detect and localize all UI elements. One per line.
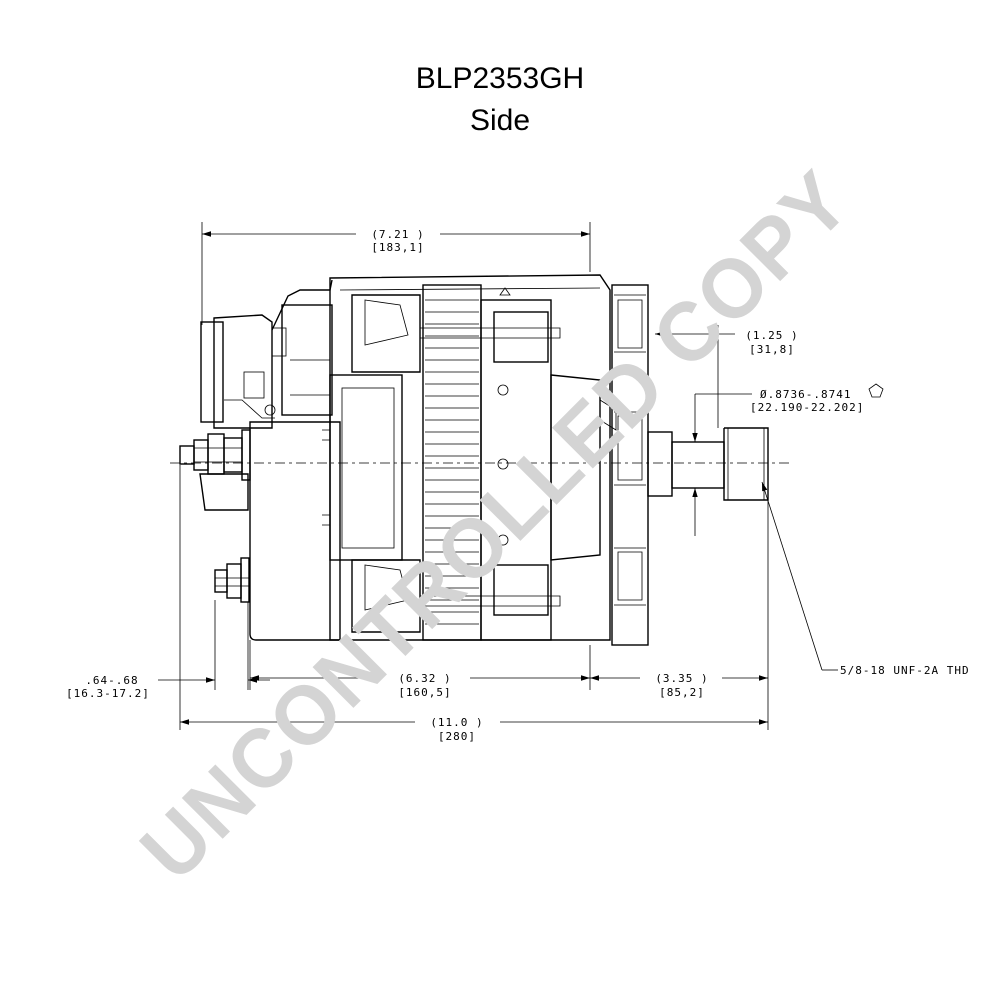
dimension-overall-width: (7.21 ) [183,1] <box>201 222 591 325</box>
overall-width-metric: [183,1] <box>371 241 424 254</box>
shaft-diameter-metric: [22.190-22.202] <box>750 401 864 414</box>
shaft-length-metric: [85,2] <box>659 686 705 699</box>
alternator-side-view <box>170 274 790 646</box>
drive-shaft <box>647 427 769 501</box>
regulator-housing <box>271 279 333 416</box>
stator-housing <box>322 274 611 641</box>
body-length-metric: [160,5] <box>398 686 451 699</box>
battery-terminal-stud <box>179 429 251 511</box>
pulley-offset-imperial: (1.25 ) <box>745 329 798 342</box>
cooling-fan <box>599 284 649 646</box>
dimension-shaft-length: (3.35 ) [85,2] <box>590 500 769 730</box>
total-length-metric: [280] <box>438 730 476 743</box>
dimension-body-length: (6.32 ) [160,5] <box>249 640 591 699</box>
dimension-terminal-stud: .64-.68 [16.3-17.2] <box>66 600 270 700</box>
shaft-diameter-imperial: Ø.8736-.8741 <box>760 388 851 401</box>
thread-callout: 5/8-18 UNF-2A THD <box>761 481 970 677</box>
body-length-imperial: (6.32 ) <box>398 672 451 685</box>
drawing-subtitle: Side <box>470 104 530 137</box>
rear-housing <box>249 421 341 641</box>
dimension-shaft-diameter: Ø.8736-.8741 [22.190-22.202] <box>692 383 884 536</box>
uncontrolled-copy-watermark: UNCONTROLLED COPY <box>123 153 868 898</box>
dimension-pulley-offset: (1.25 ) [31,8] <box>655 325 798 428</box>
ground-terminal-stud <box>214 557 250 603</box>
connector-plug <box>200 314 276 429</box>
pentagon-datum-icon <box>868 383 884 398</box>
overall-width-imperial: (7.21 ) <box>371 228 424 241</box>
terminal-stud-metric: [16.3-17.2] <box>66 687 150 700</box>
terminal-stud-imperial: .64-.68 <box>85 674 138 687</box>
dimension-total-length: (11.0 ) [280] <box>179 465 768 743</box>
drawing-title: BLP2353GH <box>416 62 584 95</box>
front-bracket <box>419 287 601 641</box>
pulley-offset-metric: [31,8] <box>749 343 795 356</box>
shaft-length-imperial: (3.35 ) <box>655 672 708 685</box>
thread-callout-text: 5/8-18 UNF-2A THD <box>840 664 970 677</box>
total-length-imperial: (11.0 ) <box>430 716 483 729</box>
